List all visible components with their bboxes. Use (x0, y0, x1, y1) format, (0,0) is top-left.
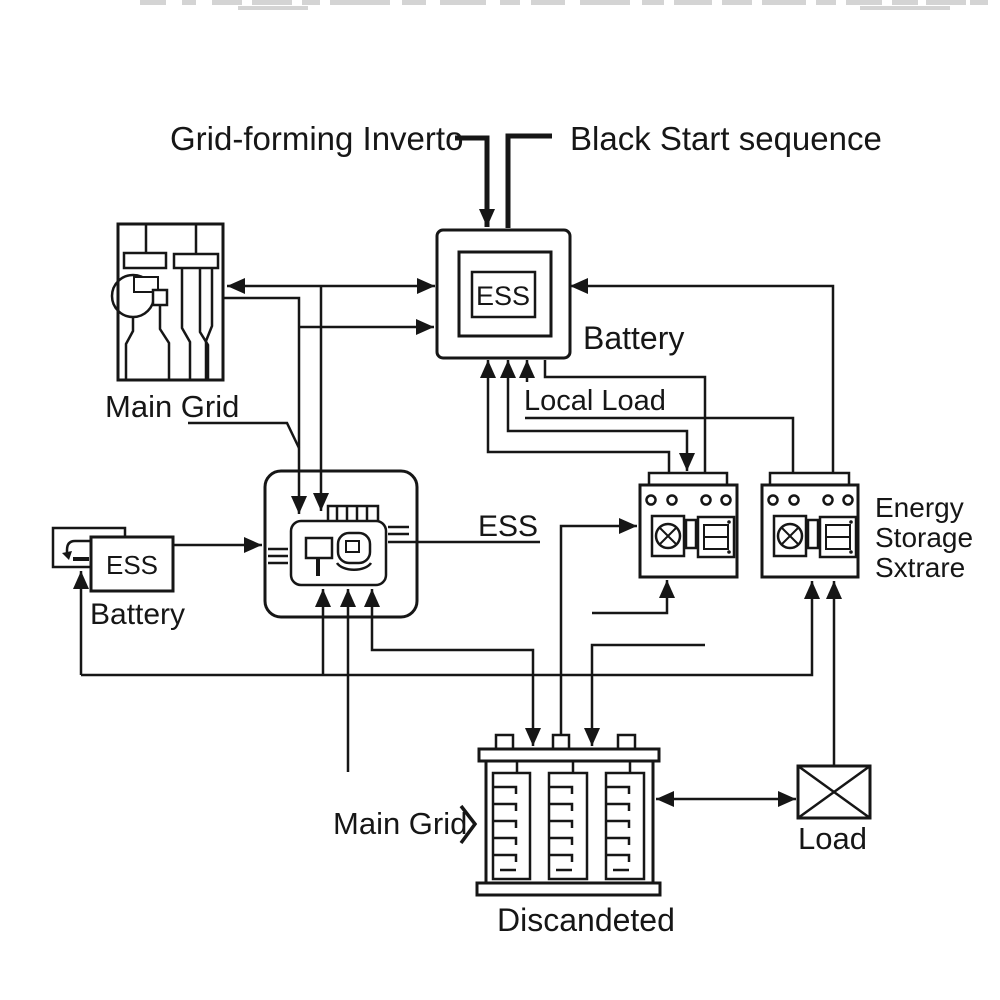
circled-x-icon (776, 522, 804, 550)
label-battery-top: Battery (583, 320, 684, 356)
label-main-grid-bottom: Main Grid (333, 806, 467, 841)
label-energy-storage-line1: Energy (875, 492, 964, 523)
battery-bank (475, 733, 662, 897)
ess-unit-box (435, 228, 572, 360)
ess-unit-inner-frame (457, 250, 553, 338)
panel1-top-wire (543, 360, 707, 473)
ess-battery-box (51, 526, 175, 593)
battery-cell (491, 771, 532, 881)
label-grid-forming-inverter: Grid-forming Inverto (170, 120, 463, 157)
panel1-bottom-arrow (592, 580, 675, 615)
main-grid-pointer-chevron (459, 804, 478, 845)
label-energy-storage-line2: Storage (875, 522, 973, 553)
connection-lines (73, 133, 842, 807)
battery-cell (604, 771, 646, 881)
label-main-grid-top: Main Grid (105, 389, 239, 424)
label-black-start-sequence: Black Start sequence (570, 120, 882, 157)
battery-clamp-icon (62, 539, 90, 561)
breaker-panel-1 (638, 471, 739, 579)
engine-icon (268, 504, 409, 587)
breaker-panel-2 (760, 471, 860, 579)
cutoff-text-fragments (140, 0, 988, 10)
breaker-icon (110, 224, 220, 380)
ess-panel2-link (570, 278, 835, 473)
black-start-sequence-line (505, 133, 552, 228)
label-local-load: Local Load (524, 385, 666, 417)
main-grid-breaker-box (110, 222, 225, 382)
ess-battery-label: ESS (106, 550, 158, 580)
ess-unit-label: ESS (476, 281, 530, 311)
generator-battery-link (364, 589, 541, 746)
battery-drop-wire (584, 643, 705, 746)
battery-cell (547, 771, 589, 881)
maingrid-generator-link (223, 296, 307, 514)
label-energy-storage-line3: Sxtrare (875, 552, 965, 583)
label-battery-left: Battery (90, 598, 185, 631)
bottom-bus (81, 581, 820, 677)
grid-forming-inverter-arrow (455, 135, 495, 227)
label-battery-bank-caption: Discandeted (497, 902, 675, 938)
label-ess-center: ESS (478, 510, 538, 543)
generator-box (263, 469, 419, 619)
load-x-icon (797, 764, 871, 820)
label-load: Load (798, 821, 867, 856)
local-load-wire (525, 416, 795, 473)
main-grid-leader (188, 421, 301, 449)
load-box (796, 764, 872, 820)
panel1-ess-feed-b (500, 360, 695, 471)
battery-panel1-wire (559, 518, 637, 735)
circled-x-icon (654, 522, 682, 550)
